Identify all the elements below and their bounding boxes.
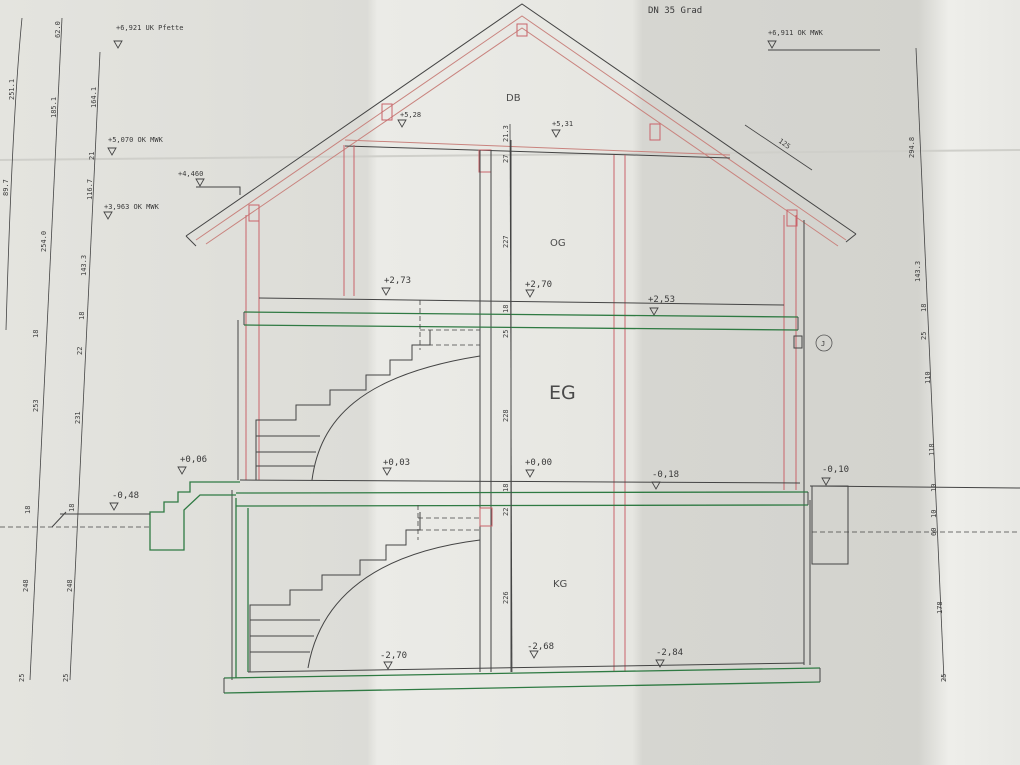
svg-text:21.3: 21.3: [502, 125, 510, 142]
svg-text:22: 22: [502, 508, 510, 516]
svg-text:18: 18: [920, 304, 928, 312]
level-og-left: +2,73: [384, 276, 411, 286]
svg-text:227: 227: [502, 235, 510, 248]
entrance-steps: [0, 481, 240, 551]
stairs-eg: [255, 300, 481, 481]
svg-text:18: 18: [32, 330, 40, 338]
svg-text:178: 178: [936, 601, 944, 614]
level-eg-entry: +0,06: [180, 455, 207, 465]
level-markers: [103, 40, 831, 670]
room-label-db: DB: [506, 93, 521, 104]
level-ok-mwk-3963: +3,963 OK MWK: [104, 203, 160, 211]
stairs-kg: [249, 505, 493, 672]
svg-text:10: 10: [930, 510, 938, 518]
svg-text:25: 25: [940, 674, 948, 682]
dimension-chain-center: [509, 123, 513, 673]
room-label-kg: KG: [553, 579, 567, 590]
svg-text:18: 18: [78, 312, 86, 320]
svg-text:27: 27: [502, 155, 510, 163]
dimension-chain-right: [915, 47, 945, 681]
svg-text:254.0: 254.0: [40, 231, 48, 252]
level-line-eave: [196, 186, 241, 195]
level-db-mid: +5,31: [552, 120, 573, 128]
roof: [185, 3, 857, 247]
svg-text:22: 22: [76, 347, 84, 355]
svg-text:89.7: 89.7: [2, 179, 10, 196]
svg-text:10: 10: [930, 484, 938, 492]
svg-text:143.3: 143.3: [914, 261, 922, 282]
svg-text:25: 25: [62, 674, 70, 682]
svg-text:62.0: 62.0: [54, 21, 62, 38]
svg-text:294.8: 294.8: [908, 137, 916, 158]
walls: [231, 140, 811, 680]
svg-text:J: J: [821, 340, 825, 348]
svg-text:231: 231: [74, 411, 82, 424]
slabs: [223, 297, 821, 694]
level-db-left: +5,28: [400, 111, 421, 119]
svg-text:118: 118: [928, 443, 936, 456]
level-ok-mwk-top: +6,911 OK MWK: [768, 29, 824, 37]
level-eg-left: +0,03: [383, 458, 410, 468]
svg-text:18: 18: [502, 305, 510, 313]
svg-text:18: 18: [68, 504, 76, 512]
svg-text:226: 226: [502, 591, 510, 604]
exterior-right: [793, 335, 1020, 565]
svg-text:251.1: 251.1: [8, 79, 16, 100]
svg-text:25: 25: [18, 674, 26, 682]
overhang-dimension: [744, 124, 813, 171]
svg-text:18: 18: [502, 484, 510, 492]
svg-text:21: 21: [88, 152, 96, 160]
svg-text:25: 25: [502, 330, 510, 338]
svg-text:248: 248: [66, 579, 74, 592]
level-eg-right: -0,18: [652, 470, 679, 480]
room-label-eg: EG: [549, 382, 576, 404]
dimension-chain-left-1: [5, 17, 23, 331]
svg-text:185.1: 185.1: [50, 97, 58, 118]
svg-text:116.7: 116.7: [86, 179, 94, 200]
svg-text:18: 18: [24, 506, 32, 514]
svg-text:253: 253: [32, 399, 40, 412]
dimension-chain-left-3: [69, 51, 101, 681]
level-kg-right: -2,84: [656, 648, 683, 658]
dimension-labels: 251.1 89.7 62.0 185.1 254.0 18 253 18 24…: [2, 21, 948, 682]
svg-text:25: 25: [920, 332, 928, 340]
level-kg-mid: -2,68: [527, 642, 554, 652]
room-label-og: OG: [550, 238, 566, 249]
svg-text:110: 110: [924, 371, 932, 384]
level-kg-left: -2,70: [380, 651, 407, 661]
level-eg-mid: +0,00: [525, 458, 552, 468]
level-og-right: +2,53: [648, 295, 675, 305]
level-uk-pfette: +6,921 UK Pfette: [116, 24, 183, 32]
dimension-chain-left-2: [29, 17, 63, 681]
level-ext-right: -0,10: [822, 465, 849, 475]
roof-pitch-label: DN 35 Grad: [648, 6, 702, 16]
level-ext-left: -0,48: [112, 491, 139, 501]
level-eave: +4,460: [178, 170, 203, 178]
svg-text:60: 60: [930, 528, 938, 536]
level-og-mid: +2,70: [525, 280, 552, 290]
level-ok-mwk-5070: +5,070 OK MWK: [108, 136, 164, 144]
svg-text:248: 248: [22, 579, 30, 592]
svg-text:164.1: 164.1: [90, 87, 98, 108]
reference-marker: J: [815, 334, 833, 352]
svg-text:143.3: 143.3: [80, 255, 88, 276]
svg-text:228: 228: [502, 409, 510, 422]
